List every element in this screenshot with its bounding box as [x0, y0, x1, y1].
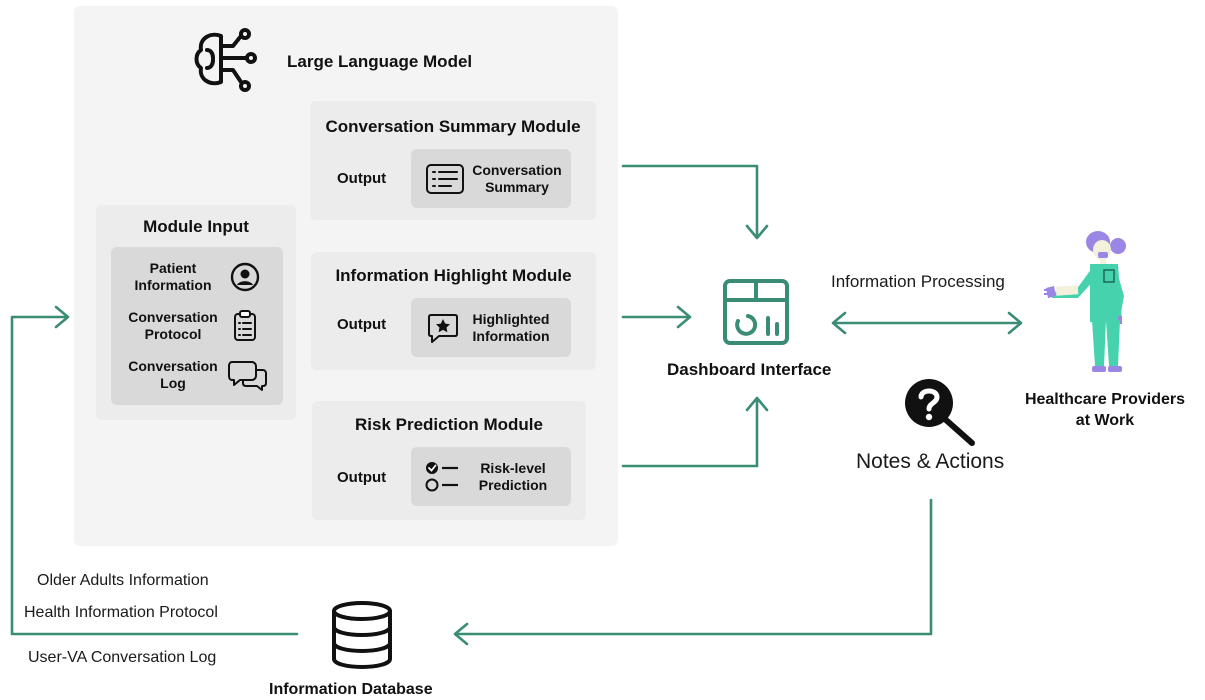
input-item-conversation-protocol: Conversation Protocol [128, 309, 218, 342]
source-health-info-protocol: Health Information Protocol [24, 604, 218, 621]
dashboard-icon [723, 279, 789, 345]
summary-module-title: Conversation Summary Module [325, 117, 581, 136]
database-label: Information Database [269, 681, 433, 698]
input-item-conversation-log: Conversation Log [128, 358, 218, 391]
module-input-title: Module Input [143, 217, 249, 236]
risk-output-label: Output [337, 469, 387, 486]
risk-output-box [411, 447, 571, 506]
llm-title: Large Language Model [287, 52, 473, 71]
highlight-module-title: Information Highlight Module [335, 266, 572, 285]
input-item-patient-information: Patient Information [134, 260, 212, 293]
clipboard-list-icon [234, 310, 256, 341]
checklist-icon [425, 462, 458, 492]
summary-output-text: Conversation Summary [472, 162, 562, 195]
healthcare-provider-illustration [1044, 231, 1126, 372]
question-magnifier-icon [905, 379, 975, 446]
providers-label: Healthcare Providers at Work [1024, 391, 1186, 429]
source-conversation-log: User-VA Conversation Log [28, 649, 217, 666]
document-lines-icon [426, 164, 464, 194]
info-processing-label: Information Processing [831, 272, 1005, 291]
notes-label: Notes & Actions [856, 450, 1005, 473]
summary-output-label: Output [337, 170, 387, 187]
brain-circuit-icon [194, 28, 257, 92]
highlight-output-label: Output [337, 316, 387, 333]
user-circle-icon [230, 262, 260, 292]
highlight-output-text: Highlighted Information [472, 311, 550, 344]
chat-bubbles-icon [228, 361, 267, 391]
highlight-output-box [411, 298, 571, 357]
risk-module-title: Risk Prediction Module [355, 415, 543, 434]
database-icon [332, 601, 392, 670]
summary-output-box [411, 149, 571, 208]
dashboard-label: Dashboard Interface [667, 360, 832, 379]
star-message-icon [428, 314, 458, 343]
source-older-adults-info: Older Adults Information [37, 572, 209, 589]
risk-output-text: Risk-level Prediction [478, 460, 548, 493]
